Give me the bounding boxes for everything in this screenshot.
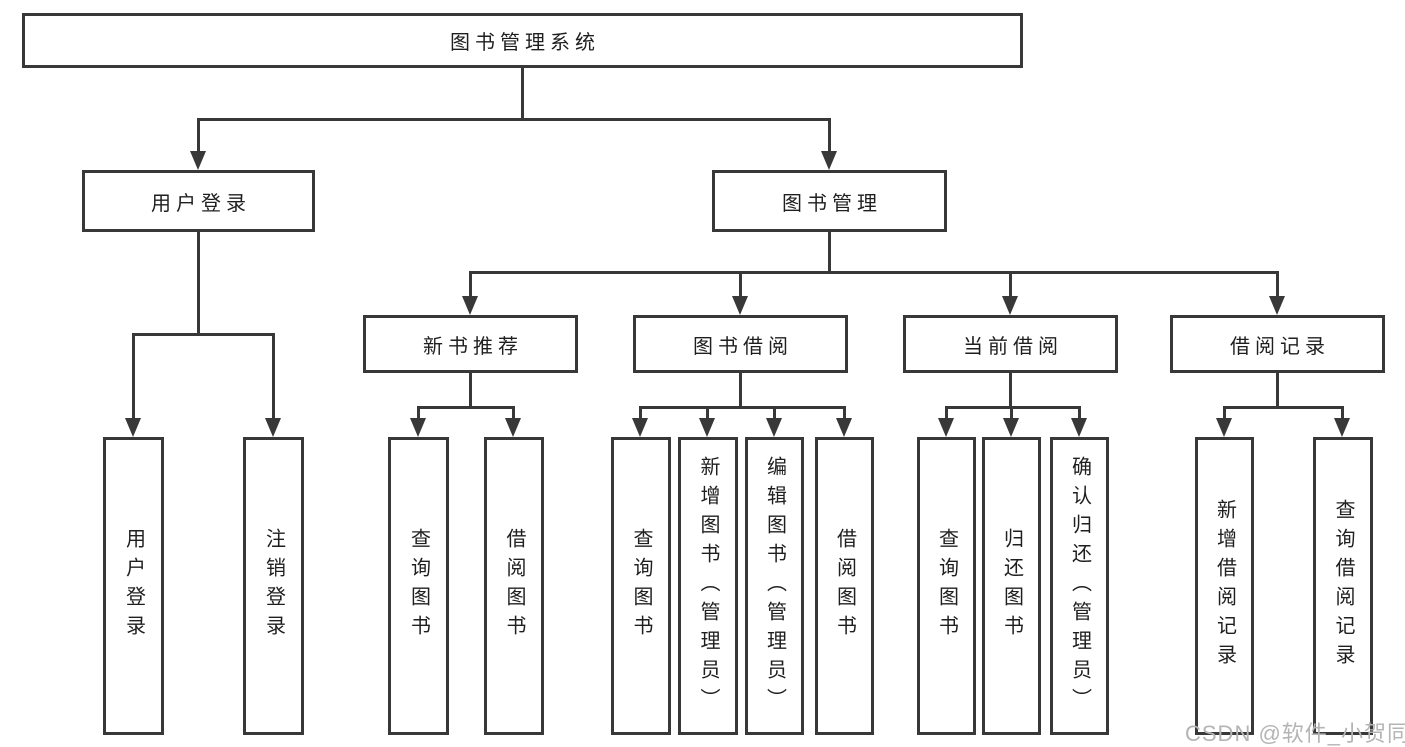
arrow-down-icon — [1216, 418, 1232, 437]
arrow-down-icon — [505, 418, 521, 437]
arrow-down-icon — [938, 418, 954, 437]
connector-drop — [1223, 406, 1226, 420]
leaf-label: 查询图书 — [935, 528, 958, 644]
leaf-label: 查询图书 — [630, 528, 652, 644]
leaf-user-login: 用户登录 — [103, 437, 164, 735]
connector-current-bar — [945, 406, 1081, 409]
connector-drop-login — [132, 333, 135, 421]
arrow-down-icon — [632, 418, 648, 437]
node-label: 图书管理系统 — [450, 32, 600, 54]
node-library-system: 图书管理系统 — [22, 13, 1023, 68]
connector-drop — [1010, 406, 1013, 420]
connector-drop-borrowing — [739, 271, 742, 297]
connector-drop — [945, 406, 948, 420]
leaf-label: 查询借阅记录 — [1332, 499, 1354, 673]
connector-level3-bar — [469, 271, 1279, 274]
connector-current-stem — [1009, 373, 1012, 409]
arrow-down-icon — [732, 296, 748, 315]
node-label: 当前借阅 — [963, 335, 1063, 358]
node-user-login: 用户登录 — [82, 170, 315, 232]
leaf-edit-books-admin: 编辑图书（管理员） — [745, 437, 804, 735]
connector-new-book-stem — [469, 373, 472, 409]
leaf-query-books: 查询图书 — [917, 437, 976, 735]
arrow-down-icon — [1002, 296, 1018, 315]
leaf-return-books: 归还图书 — [982, 437, 1041, 735]
node-book-borrowing: 图书借阅 — [633, 315, 848, 373]
leaf-label: 新增图书（管理员） — [697, 455, 719, 717]
csdn-watermark: CSDN @软件_小贺同学 — [1185, 721, 1405, 746]
connector-records-bar — [1223, 406, 1344, 409]
leaf-add-books-admin: 新增图书（管理员） — [678, 437, 738, 735]
arrow-down-icon — [1071, 418, 1087, 437]
connector-drop-current — [1009, 271, 1012, 297]
leaf-label: 归还图书 — [1000, 528, 1023, 644]
connector-user-login-stem — [197, 232, 200, 336]
connector-drop — [639, 406, 642, 420]
leaf-label: 借阅图书 — [503, 528, 525, 644]
node-current-borrowing: 当前借阅 — [903, 315, 1118, 373]
connector-drop-records — [1276, 271, 1279, 297]
connector-drop-user-login — [197, 118, 200, 152]
arrow-down-icon — [125, 418, 141, 437]
node-new-book-recommend: 新书推荐 — [363, 315, 578, 373]
arrow-down-icon — [821, 151, 837, 170]
leaf-label: 确认归还（管理员） — [1068, 455, 1091, 717]
connector-root-stem — [521, 68, 524, 121]
arrow-down-icon — [1269, 296, 1285, 315]
arrow-down-icon — [699, 418, 715, 437]
node-label: 图书管理 — [782, 192, 882, 215]
node-label: 新书推荐 — [423, 335, 523, 358]
connector-book-mgmt-stem — [828, 232, 831, 274]
leaf-query-books: 查询图书 — [388, 437, 449, 735]
leaf-label: 借阅图书 — [833, 528, 856, 644]
arrow-down-icon — [462, 296, 478, 315]
arrow-down-icon — [766, 418, 782, 437]
connector-drop — [1341, 406, 1344, 420]
connector-drop — [1078, 406, 1081, 420]
arrow-down-icon — [836, 418, 852, 437]
node-borrowing-records: 借阅记录 — [1170, 315, 1385, 373]
leaf-logout: 注销登录 — [243, 437, 304, 735]
leaf-label: 新增借阅记录 — [1213, 499, 1236, 673]
arrow-down-icon — [265, 418, 281, 437]
arrow-down-icon — [190, 151, 206, 170]
leaf-query-borrow-record: 查询借阅记录 — [1313, 437, 1373, 735]
connector-records-stem — [1276, 373, 1279, 409]
node-label: 图书借阅 — [693, 335, 793, 358]
connector-drop-new-book — [469, 271, 472, 297]
node-label: 用户登录 — [151, 192, 251, 215]
arrow-down-icon — [1334, 418, 1350, 437]
connector-drop-book-mgmt — [828, 118, 831, 152]
connector-drop-logout — [272, 333, 275, 421]
connector-borrowing-bar — [639, 406, 846, 409]
connector-user-login-bar — [132, 333, 275, 336]
arrow-down-icon — [410, 418, 426, 437]
leaf-label: 查询图书 — [407, 528, 430, 644]
leaf-borrow-books: 借阅图书 — [815, 437, 874, 735]
leaf-confirm-return-admin: 确认归还（管理员） — [1050, 437, 1109, 735]
node-book-management: 图书管理 — [712, 170, 947, 232]
connector-drop — [706, 406, 709, 420]
connector-drop — [512, 406, 515, 420]
connector-level2-bar — [197, 118, 831, 121]
arrow-down-icon — [1003, 418, 1019, 437]
node-label: 借阅记录 — [1230, 335, 1330, 358]
leaf-label: 注销登录 — [262, 528, 285, 644]
leaf-query-books: 查询图书 — [611, 437, 671, 735]
leaf-label: 用户登录 — [122, 528, 145, 644]
leaf-label: 编辑图书（管理员） — [763, 455, 786, 717]
leaf-add-borrow-record: 新增借阅记录 — [1195, 437, 1254, 735]
connector-drop — [843, 406, 846, 420]
connector-drop — [773, 406, 776, 420]
connector-new-book-bar — [417, 406, 515, 409]
leaf-borrow-books: 借阅图书 — [484, 437, 544, 735]
connector-drop — [417, 406, 420, 420]
connector-borrowing-stem — [739, 373, 742, 409]
